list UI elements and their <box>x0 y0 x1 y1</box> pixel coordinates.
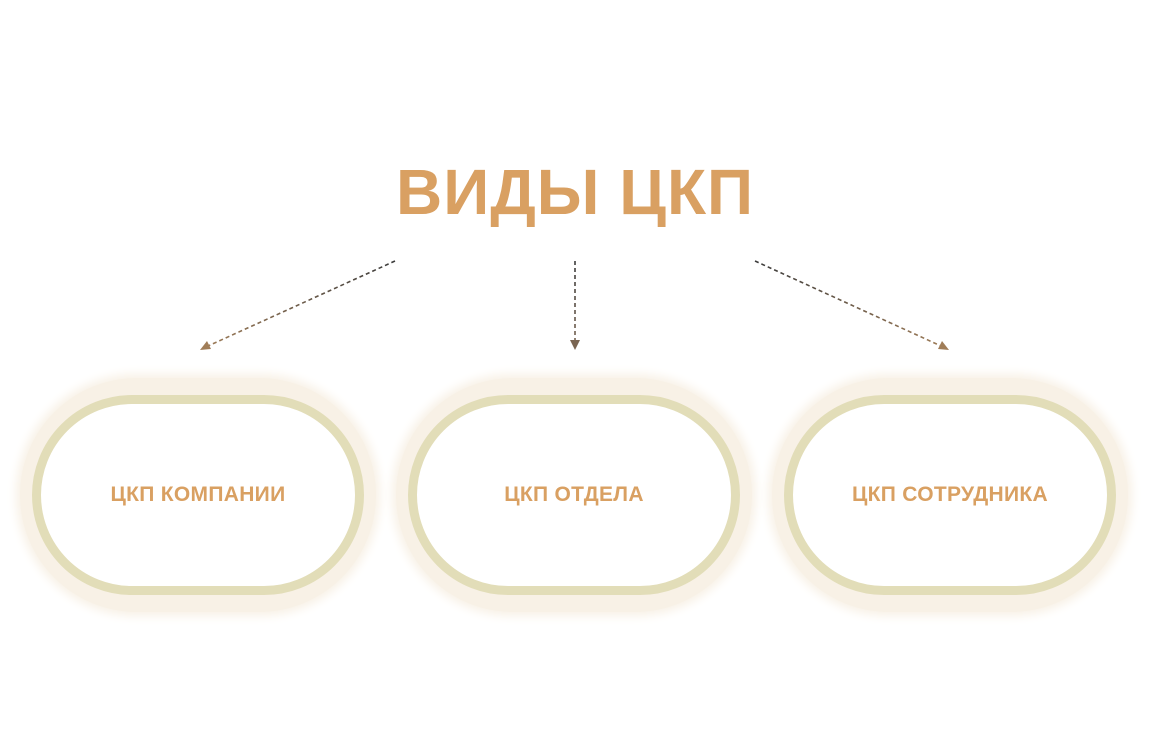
node-company-label: ЦКП КОМПАНИИ <box>110 483 286 506</box>
arrow-to-company <box>200 260 396 350</box>
node-employee-frame: ЦКП СОТРУДНИКА <box>784 395 1116 595</box>
arrow-to-employee <box>754 260 949 350</box>
node-department-frame: ЦКП ОТДЕЛА <box>408 395 740 595</box>
diagram-title: ВИДЫ ЦКП <box>395 156 755 228</box>
arrowhead-icon <box>570 340 580 350</box>
node-employee-label: ЦКП СОТРУДНИКА <box>851 483 1049 506</box>
node-department: ЦКП ОТДЕЛА <box>396 378 752 612</box>
arrowhead-icon <box>938 341 949 350</box>
arrow-to-department <box>570 261 580 350</box>
node-company-frame: ЦКП КОМПАНИИ <box>32 395 364 595</box>
node-company: ЦКП КОМПАНИИ <box>20 378 376 612</box>
arrowhead-icon <box>200 341 211 350</box>
node-department-label: ЦКП ОТДЕЛА <box>504 483 644 506</box>
node-employee: ЦКП СОТРУДНИКА <box>772 378 1128 612</box>
